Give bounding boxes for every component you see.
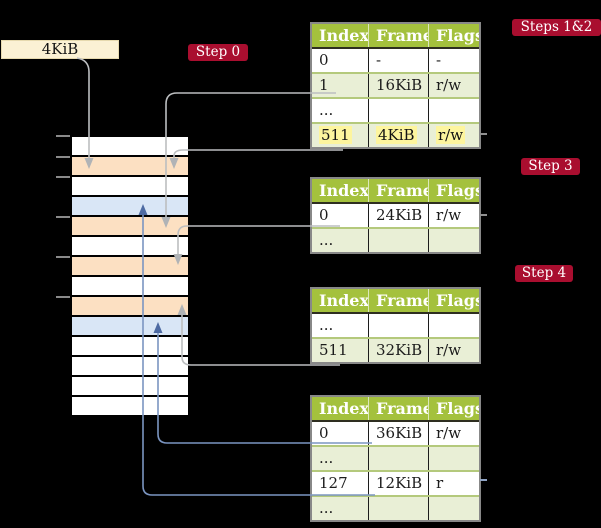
page-table-steps-1-2: Index Frame Flags 0 - - 1 16KiB r/w ... … [310, 22, 481, 149]
table-row: ... [312, 314, 479, 337]
frame-cell [368, 447, 428, 470]
index-cell: ... [319, 316, 334, 334]
column-header: Flags [428, 289, 479, 312]
column-header: Flags [428, 397, 479, 420]
flags-cell [428, 99, 479, 122]
frame-cell: 12KiB [368, 472, 428, 495]
flags-cell: r/w [428, 124, 479, 147]
memory-row-table [72, 255, 188, 275]
address-tick [56, 256, 70, 258]
frame-cell: 32KiB [368, 339, 428, 362]
table-header-row: Index Frame Flags [312, 289, 479, 314]
frame-cell: 16KiB [368, 74, 428, 97]
table-row-highlighted: 511 4KiB r/w [312, 122, 479, 147]
column-header: Flags [428, 179, 479, 202]
step-4-badge: Step 4 [515, 265, 573, 282]
table-row: 511 32KiB r/w [312, 337, 479, 362]
index-cell: 511 [312, 124, 368, 147]
column-header: Index [319, 26, 368, 45]
table-row: ... [312, 227, 479, 252]
memory-row [72, 355, 188, 375]
memory-row-table [72, 215, 188, 235]
frame-cell [368, 314, 428, 337]
physical-memory-column [70, 135, 190, 417]
flags-cell [428, 447, 479, 470]
frame-cell [368, 99, 428, 122]
step-0-badge: Step 0 [188, 44, 248, 61]
index-cell: ... [319, 449, 334, 467]
frame-cell: - [368, 49, 428, 72]
memory-row [72, 137, 188, 155]
table-header-row: Index Frame Flags [312, 24, 479, 49]
table-row: 127 12KiB r [312, 470, 479, 495]
frame-cell [368, 229, 428, 252]
memory-row-frame [72, 195, 188, 215]
frame-cell: 36KiB [368, 422, 428, 445]
column-header: Index [319, 291, 368, 310]
flags-cell: r [428, 472, 479, 495]
table-row: 0 - - [312, 49, 479, 72]
highlight-mark: 4KiB [376, 126, 417, 144]
index-cell: 0 [319, 51, 329, 69]
flags-cell: r/w [428, 422, 479, 445]
step-3-badge: Step 3 [521, 158, 580, 175]
highlight-mark: r/w [436, 126, 466, 144]
column-header: Frame [368, 397, 428, 420]
memory-row [72, 275, 188, 295]
index-cell: 1 [319, 76, 329, 94]
index-cell: ... [319, 231, 334, 249]
steps-1-2-badge: Steps 1&2 [512, 19, 601, 36]
address-tick [56, 135, 70, 137]
frame-cell [368, 497, 428, 520]
index-cell: 511 [319, 341, 348, 359]
memory-row [72, 235, 188, 255]
page-size-label: 4KiB [1, 40, 119, 59]
table-row: 1 16KiB r/w [312, 72, 479, 97]
memory-row [72, 335, 188, 355]
flags-cell [428, 314, 479, 337]
index-cell: 0 [319, 206, 329, 224]
memory-row [72, 175, 188, 195]
index-cell: 0 [319, 424, 329, 442]
address-tick [56, 176, 70, 178]
table-row: ... [312, 97, 479, 122]
highlight-mark: 511 [319, 126, 352, 144]
frame-cell: 24KiB [368, 204, 428, 227]
memory-row [72, 395, 188, 415]
page-table-final-level: Index Frame Flags 0 36KiB r/w ... 127 12… [310, 395, 481, 522]
flags-cell [428, 229, 479, 252]
flags-cell: r/w [428, 339, 479, 362]
memory-row-table [72, 295, 188, 315]
memory-row-frame [72, 315, 188, 335]
table-header-row: Index Frame Flags [312, 397, 479, 422]
index-cell: ... [319, 101, 334, 119]
column-header: Index [319, 399, 368, 418]
page-table-step-3: Index Frame Flags 0 24KiB r/w ... [310, 177, 481, 254]
column-header: Frame [368, 24, 428, 47]
memory-row [72, 375, 188, 395]
arrow-entry511-to-4kib-frame [169, 149, 343, 169]
table-row: 0 24KiB r/w [312, 204, 479, 227]
address-tick [56, 156, 70, 158]
index-cell: ... [319, 499, 334, 517]
column-header: Frame [368, 289, 428, 312]
flags-cell: - [428, 49, 479, 72]
address-tick [56, 296, 70, 298]
flags-cell: r/w [428, 74, 479, 97]
frame-cell: 4KiB [368, 124, 428, 147]
flags-cell: r/w [428, 204, 479, 227]
address-tick [56, 216, 70, 218]
table-row: 0 36KiB r/w [312, 422, 479, 445]
page-table-step-4: Index Frame Flags ... 511 32KiB r/w [310, 287, 481, 364]
table-header-row: Index Frame Flags [312, 179, 479, 204]
table-row: ... [312, 495, 479, 520]
index-cell: 127 [319, 474, 348, 492]
table-row: ... [312, 445, 479, 470]
column-header: Frame [368, 179, 428, 202]
memory-row-table [72, 155, 188, 175]
column-header: Index [319, 181, 368, 200]
flags-cell [428, 497, 479, 520]
column-header: Flags [428, 24, 479, 47]
